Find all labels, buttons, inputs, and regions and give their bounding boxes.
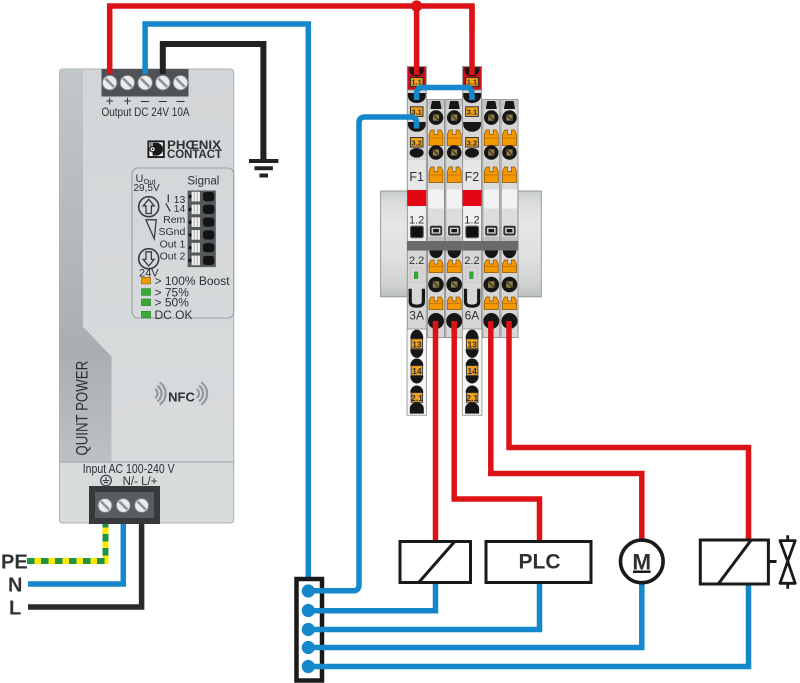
svg-text:DC OK: DC OK <box>155 308 193 322</box>
svg-text:SGnd: SGnd <box>158 226 185 238</box>
svg-text:–: – <box>141 94 150 110</box>
svg-text:24V: 24V <box>139 268 159 280</box>
svg-text:Input AC 100-240 V: Input AC 100-240 V <box>83 462 176 476</box>
svg-text:PLC: PLC <box>519 551 561 574</box>
svg-text:2.2: 2.2 <box>464 255 479 267</box>
svg-text:Rem: Rem <box>163 214 185 226</box>
svg-text:> 75%: > 75% <box>155 285 190 299</box>
svg-text:Out 1: Out 1 <box>160 238 186 250</box>
svg-text:N/- L/+: N/- L/+ <box>123 476 158 488</box>
svg-text:CONTACT: CONTACT <box>167 147 223 161</box>
svg-text:+: + <box>123 94 131 109</box>
svg-text:M: M <box>632 550 651 575</box>
svg-text:2.2: 2.2 <box>409 255 424 267</box>
svg-text:14: 14 <box>174 203 186 215</box>
svg-text:> 50%: > 50% <box>155 296 190 310</box>
svg-text:Signal: Signal <box>187 176 219 188</box>
svg-text:29,5V: 29,5V <box>134 183 160 194</box>
svg-text:+: + <box>106 94 114 109</box>
svg-text:F1: F1 <box>409 170 424 184</box>
svg-text:QUINT POWER: QUINT POWER <box>73 361 92 456</box>
svg-text:13: 13 <box>174 194 186 206</box>
svg-text:NFC: NFC <box>168 390 195 405</box>
svg-text:Out 2: Out 2 <box>160 251 186 263</box>
svg-text:3A: 3A <box>409 309 424 323</box>
svg-text:–: – <box>176 94 185 110</box>
svg-text:F2: F2 <box>465 170 480 184</box>
svg-text:Output DC 24V 10A: Output DC 24V 10A <box>102 105 190 119</box>
svg-text:PHŒNIX: PHŒNIX <box>167 138 221 152</box>
svg-text:> 100% Boost: > 100% Boost <box>155 274 231 288</box>
svg-text:6A: 6A <box>465 309 480 323</box>
svg-text:PE: PE <box>1 552 28 574</box>
svg-text:UOut: UOut <box>136 173 157 186</box>
svg-text:N: N <box>8 575 22 597</box>
svg-text:L: L <box>9 598 21 620</box>
svg-text:–: – <box>159 94 168 110</box>
